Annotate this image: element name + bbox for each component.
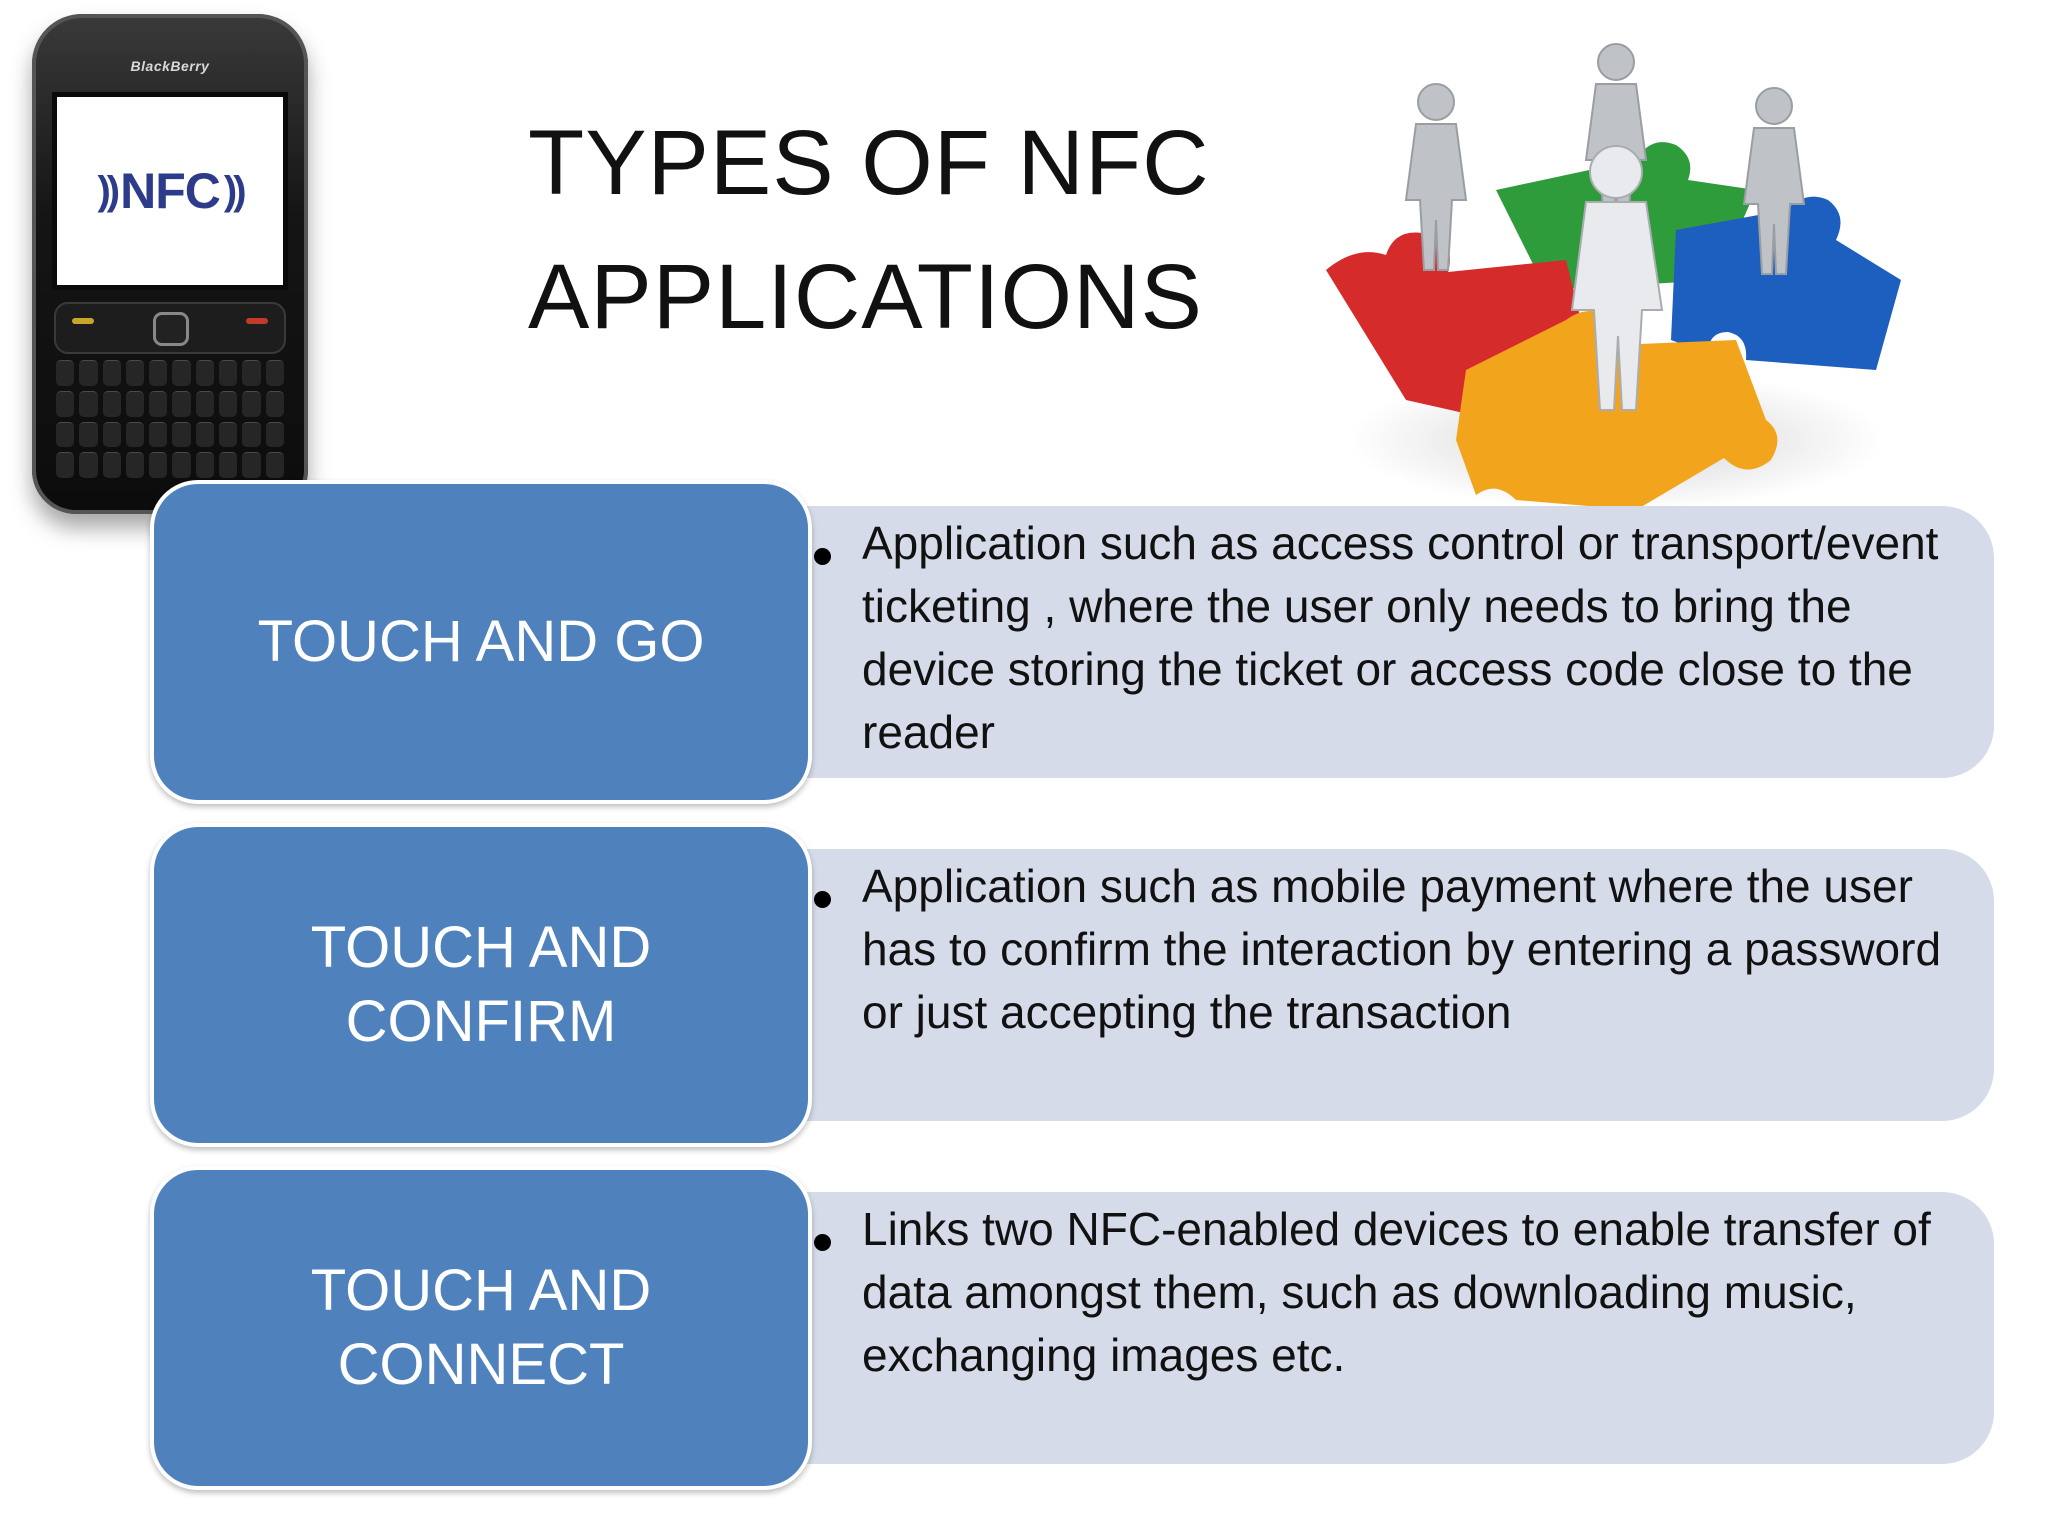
phone-nav-bar <box>54 302 286 354</box>
nfc-type-description-box: Application such as mobile payment where… <box>770 849 1994 1121</box>
bullet-icon <box>814 891 831 908</box>
phone-brand-label: BlackBerry <box>130 58 210 74</box>
nfc-type-label-box: TOUCH AND GO <box>150 480 812 804</box>
nfc-type-row-touch-and-go: Application such as access control or tr… <box>150 480 1998 804</box>
blackberry-phone-image: BlackBerry )) NFC )) <box>32 14 308 514</box>
nfc-type-row-touch-and-confirm: Application such as mobile payment where… <box>150 823 1998 1147</box>
phone-screen: )) NFC )) <box>52 92 288 290</box>
nfc-type-label-box: TOUCH AND CONFIRM <box>150 823 812 1147</box>
nfc-type-description: Application such as mobile payment where… <box>862 860 1942 1038</box>
puzzle-people-icon <box>1326 43 1901 510</box>
nfc-type-label: TOUCH AND CONFIRM <box>310 915 652 1054</box>
nfc-logo-icon: )) NFC )) <box>97 162 247 220</box>
nfc-type-description: Application such as access control or tr… <box>862 517 1939 758</box>
phone-keyboard <box>56 360 284 478</box>
bullet-icon <box>814 548 831 565</box>
slide-title: TYPES OF NFC APPLICATIONS <box>528 112 1210 348</box>
nfc-type-description: Links two NFC-enabled devices to enable … <box>862 1203 1931 1381</box>
call-key-icon <box>72 318 94 324</box>
end-call-key-icon <box>246 318 268 324</box>
nfc-left-waves-icon: )) <box>97 169 120 213</box>
nfc-type-label-box: TOUCH AND CONNECT <box>150 1166 812 1490</box>
bullet-icon <box>814 1234 831 1251</box>
nfc-type-description-box: Links two NFC-enabled devices to enable … <box>770 1192 1994 1464</box>
nfc-type-description-box: Application such as access control or tr… <box>770 506 1994 778</box>
nfc-type-row-touch-and-connect: Links two NFC-enabled devices to enable … <box>150 1166 1998 1490</box>
nfc-type-label: TOUCH AND CONNECT <box>310 1258 652 1397</box>
nfc-logo-text: NFC <box>120 163 221 219</box>
trackpad-icon <box>153 312 189 346</box>
nfc-type-label: TOUCH AND GO <box>257 609 705 674</box>
nfc-right-waves-icon: )) <box>223 169 247 213</box>
